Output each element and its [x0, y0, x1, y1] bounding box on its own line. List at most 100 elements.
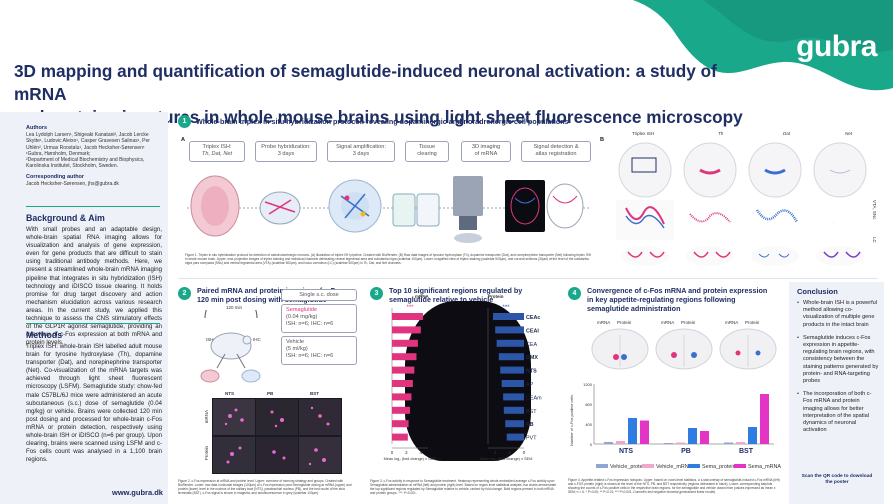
bar-protein	[500, 366, 524, 374]
category-label: BST	[526, 409, 537, 415]
category-label: CEAc	[526, 315, 540, 321]
category-label: PB	[383, 355, 391, 361]
bar-mrna	[392, 339, 418, 347]
tick-label: 0	[523, 450, 526, 455]
figure3-caption: Figure 3. c-Fos activity in response to …	[370, 479, 557, 495]
category-label: BST	[739, 448, 754, 455]
sema-n: ISH: n=6; IHC: n=6	[286, 321, 334, 327]
y-tick-label: 0	[590, 442, 593, 447]
conclusion-point: Semaglutide induces c-Fos expression in …	[797, 335, 879, 385]
bar-vehicle-protein	[724, 442, 733, 444]
gubra-logo: gubra	[796, 30, 877, 63]
legend-swatch	[688, 464, 700, 468]
tick-label: 2	[405, 450, 408, 455]
bar-vehicle-mrna	[736, 442, 745, 444]
step-text: Signal amplification:	[336, 144, 386, 150]
b-row-vta: VTA, SNc	[872, 200, 877, 220]
category-label: PD	[383, 409, 391, 415]
step-probe-hybridization: Probe hybridization:3 days	[255, 141, 317, 162]
bar-vehicle-mrna	[616, 441, 625, 444]
category-label: PB	[681, 448, 691, 455]
triplex-ish-images: ·	[616, 142, 867, 266]
category-label: CEAl	[526, 328, 539, 334]
methods-text: Triplex ISH: whole-brain ISH labelled ad…	[26, 343, 162, 464]
bar-sema-protein	[628, 418, 637, 444]
tick-label: 4	[420, 450, 423, 455]
step-text: 3 days	[352, 151, 370, 157]
bar-protein	[498, 353, 524, 361]
veh-n: ISH: n=6; IHC: n=6	[286, 353, 334, 359]
bar-vehicle-protein	[664, 443, 673, 444]
category-label: NTS	[379, 315, 390, 321]
title-line: semaglutide administration	[587, 304, 681, 313]
step-text: Probe hybridization:	[261, 144, 311, 150]
category-label: DMX	[526, 355, 538, 361]
title-line: Top 10 significant regions regulated by	[389, 286, 523, 295]
b-col-th: Th	[718, 131, 724, 136]
bar-mrna	[392, 420, 409, 428]
poster-title: 3D mapping and quantification of semaglu…	[14, 60, 744, 129]
author-line: Karolinska Institutet, Stockholm, Sweden…	[26, 163, 118, 170]
category-label: CEAm	[526, 395, 542, 401]
b-col-triplex: Triplex ISH	[632, 131, 655, 136]
section-number-2: 2	[178, 287, 191, 300]
cfos-raw-images	[212, 398, 342, 474]
step-text: Th, Dat, Net	[201, 151, 233, 157]
significance-label: ***	[406, 305, 414, 311]
background-text: With small probes and an adaptable desig…	[26, 226, 162, 347]
region-nts: NTS	[225, 391, 234, 396]
b-col-net: Net	[845, 131, 853, 136]
qr-caption[interactable]: Scan the QR code to download the poster	[801, 474, 873, 485]
panel1-label-a: A	[181, 137, 186, 143]
chart4-ylabel: Number of c-Fos positive cells	[570, 395, 574, 446]
bar-mrna	[392, 353, 417, 361]
figure1-caption: Figure 1. Triplex in situ hybridization …	[185, 253, 592, 265]
step-text: Tissue	[418, 144, 436, 150]
p4-col-protein: Protein	[681, 320, 696, 325]
background-heading: Background & Aim	[26, 213, 105, 223]
step-text: 3 days	[277, 151, 295, 157]
veh-dose: (5 ml/kg)	[286, 346, 308, 352]
step-triplex-ish: Triplex ISH:Th, Dat, Net	[189, 141, 245, 162]
panel1-title: Whole-brain triplex in situ hybridizatio…	[196, 117, 569, 126]
tick-label: 4	[494, 450, 497, 455]
category-label: PS	[383, 395, 391, 401]
pipeline-illustration	[187, 175, 589, 243]
author-line: Uhlén², Urmas Roostalu¹, Jacob Hecksher-…	[26, 144, 145, 151]
bar-protein	[496, 339, 524, 347]
region-bst: BST	[310, 391, 319, 396]
y-tick-label: 1200	[583, 382, 593, 387]
category-label: CEAl	[377, 369, 390, 375]
bar-mrna	[392, 380, 413, 387]
bar-protein	[501, 380, 524, 387]
step-text: atlas registration	[535, 151, 577, 157]
authors-list: Lea Lydolph Larsen¹, Shigeaki Kanatani²,…	[26, 132, 166, 170]
author-line: ¹Gubra, Hørsholm, Denmark;	[26, 150, 91, 157]
section-number-1: 1	[178, 115, 191, 128]
category-label: PB	[526, 422, 534, 428]
bar-protein	[503, 393, 524, 401]
b-row-lc: LC	[872, 237, 877, 243]
conclusion-point: Whole-brain ISH is a powerful method all…	[797, 300, 879, 329]
bar-mrna	[392, 326, 421, 334]
conclusion-point: The incorporation of both c-Fos mRNA and…	[797, 391, 879, 434]
website-link[interactable]: www.gubra.dk	[112, 488, 163, 497]
bar-protein	[495, 326, 524, 334]
figure2-caption: Figure 2. c-Fos expression at mRNA and p…	[178, 479, 352, 495]
conclusion-title: Conclusion	[797, 287, 838, 296]
bar-protein	[506, 433, 524, 441]
dose-title-box: Single s.c. dose	[281, 289, 357, 301]
bar-sema-mrna	[640, 420, 649, 444]
title-line: Paired mRNA and protein imaging of c-Fos	[197, 286, 344, 295]
p4-col-mrna: mRNA	[725, 320, 739, 325]
region-pb: PB	[267, 391, 274, 396]
legend-label: Sema_mRNA	[748, 464, 781, 470]
step-signal-amplification: Signal amplification:3 days	[327, 141, 395, 162]
bar-vehicle-protein	[604, 442, 613, 444]
category-label: CEA	[526, 342, 537, 348]
ish-label: ISH	[206, 337, 214, 342]
category-label: PVH	[379, 382, 390, 388]
legend-label: Sema_protein	[702, 464, 736, 470]
